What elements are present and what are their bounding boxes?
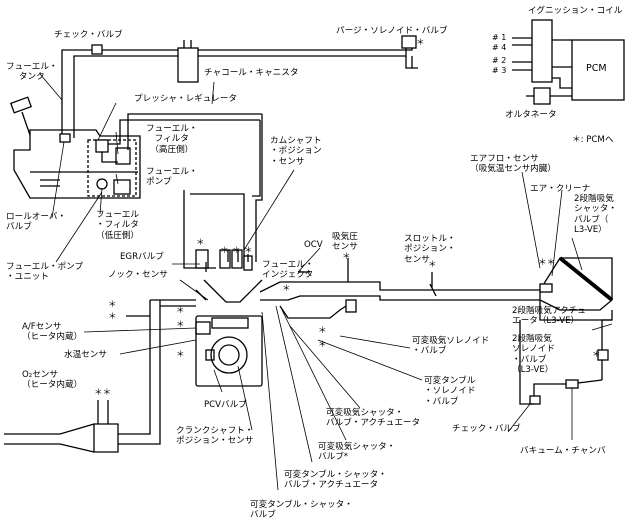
purge-star: ＊ [416,38,425,48]
sensor-leads [97,250,433,424]
exhaust-pipe [4,299,196,453]
two-stage-vacuum-lines [519,300,613,405]
knock-sensor-label: ノック・センサ [108,270,168,280]
leader-lines [39,73,613,491]
vacuum-chamber-label: バキューム・チャンバ [520,446,606,456]
air-cleaner-label: エア・クリーナ [530,184,591,194]
throttle-position-sensor-label: スロットル・ ポジション・ センサ [404,234,456,265]
purge-solenoid-valve-label: パージ・ソレノイド・バルブ [336,26,448,36]
af-sensor-label: A/Fセンサ （ヒータ内蔵） [22,322,83,343]
check-valve-bottom-label: チェック・バルブ [452,424,521,434]
star-injector: ＊ [282,284,291,294]
fuel-tank-label: フューエル・ タンク [6,62,58,83]
camshaft-sensor-label: カムシャフト ・ポジション ・センサ [270,136,322,167]
ocv-label: OCV [304,240,323,250]
star-two-stage: ＊ [592,350,601,360]
star-maf: ＊＊ [538,258,556,268]
star-egr: ＊ [196,238,205,248]
intake-duct [259,271,540,319]
star-crank: ＊ [176,350,185,360]
air-cleaner [539,256,614,311]
water-temp-sensor-label: 水温センサ [64,350,107,360]
cylinder-23-label: # 2 # 3 [492,56,507,76]
charcoal-canister [177,40,199,83]
ignition-coil-label: イグニッション・コイル [528,6,623,16]
pcv-valve-label: PCVバルブ [204,400,247,410]
o2-sensor-label: O₂センサ （ヒータ内蔵） [22,370,83,391]
cylinder-14-label: # 1 # 4 [492,33,507,53]
var-tumble-solenoid-label: 可変タンブル ・ソレノイド ・バルブ [424,376,476,407]
fuel-tank [9,96,262,199]
two-stage-shutter-valve-label: 2段階吸気 シャッタ・ バルブ（ L3-VE） [574,194,617,236]
var-shutter-valve-label: 可変吸気シャッタ・ バルブ* [318,442,396,463]
star-o2: ＊＊ [94,388,112,398]
star-water: ＊ [176,320,185,330]
alternator [526,87,572,105]
ignition-coil-block [512,19,553,83]
two-stage-actuator-label: 2段階吸気アクチュ エータ（L3-VE） [512,306,586,327]
fuel-pump-unit-label: フューエル・ポンプ ・ユニット [6,262,84,283]
var-shutter-actuator-label: 可変吸気シャッタ・ バルブ・アクチュエータ [326,408,421,429]
rollover-valve-label: ロールオーバ・ バルブ [6,212,67,233]
star-af-1: ＊ [108,300,117,310]
crankshaft-sensor-label: クランクシャフト・ ポジション・センサ [176,426,254,447]
star-note: ＊: PCMへ [572,135,614,145]
pcm-box [552,39,625,101]
star-tps: ＊ [428,260,437,270]
alternator-label: オルタネータ [505,110,557,120]
two-stage-solenoid-label: 2段階吸気 ソレノイド ・バルブ （L3-VE） [512,334,555,376]
star-knock: ＊ [176,306,185,316]
intake-pressure-sensor-label: 吸気圧 センサ [332,232,358,253]
intake-manifold [183,190,253,271]
star-ocv: ＊ [244,246,253,256]
fuel-delivery-line [252,114,263,262]
engine-block [195,279,263,387]
star-solenoid-2: ＊ [318,340,327,350]
star-cam-2: ＊ [232,246,241,256]
pcm-label: PCM [586,63,607,74]
var-intake-solenoid-label: 可変吸気ソレノイド ・バルブ [412,336,490,357]
evap-purge-line [61,35,418,138]
star-cam-1: ＊ [220,246,229,256]
star-af-2: ＊ [108,312,117,322]
fuel-injector-label: フューエル・ インジェクタ [262,260,314,281]
check-valve-top-label: チェック・バルブ [54,30,123,40]
fuel-filter-low-label: フューエル ・フィルタ （低圧側） [96,210,139,241]
star-solenoid-1: ＊ [318,326,327,336]
star-map: ＊ [342,252,351,262]
fuel-filter-high-label: フューエル・ フィルタ （高圧側） [146,124,198,155]
charcoal-canister-label: チャコール・キャニスタ [204,68,299,78]
var-tumble-valve-label: 可変タンブル・シャッタ・ バルブ [250,500,353,521]
pressure-regulator-label: プレッシャ・レギュレータ [134,94,237,104]
var-tumble-actuator-label: 可変タンブル・シャッタ・ バルブ・アクチュエータ [284,470,387,491]
fuel-pump-label: フューエル・ ポンプ [146,167,198,188]
egr-valve-label: EGRバルブ [120,252,164,262]
airflow-sensor-label: エアフロ・センサ （吸気温センサ内臓） [470,154,556,175]
